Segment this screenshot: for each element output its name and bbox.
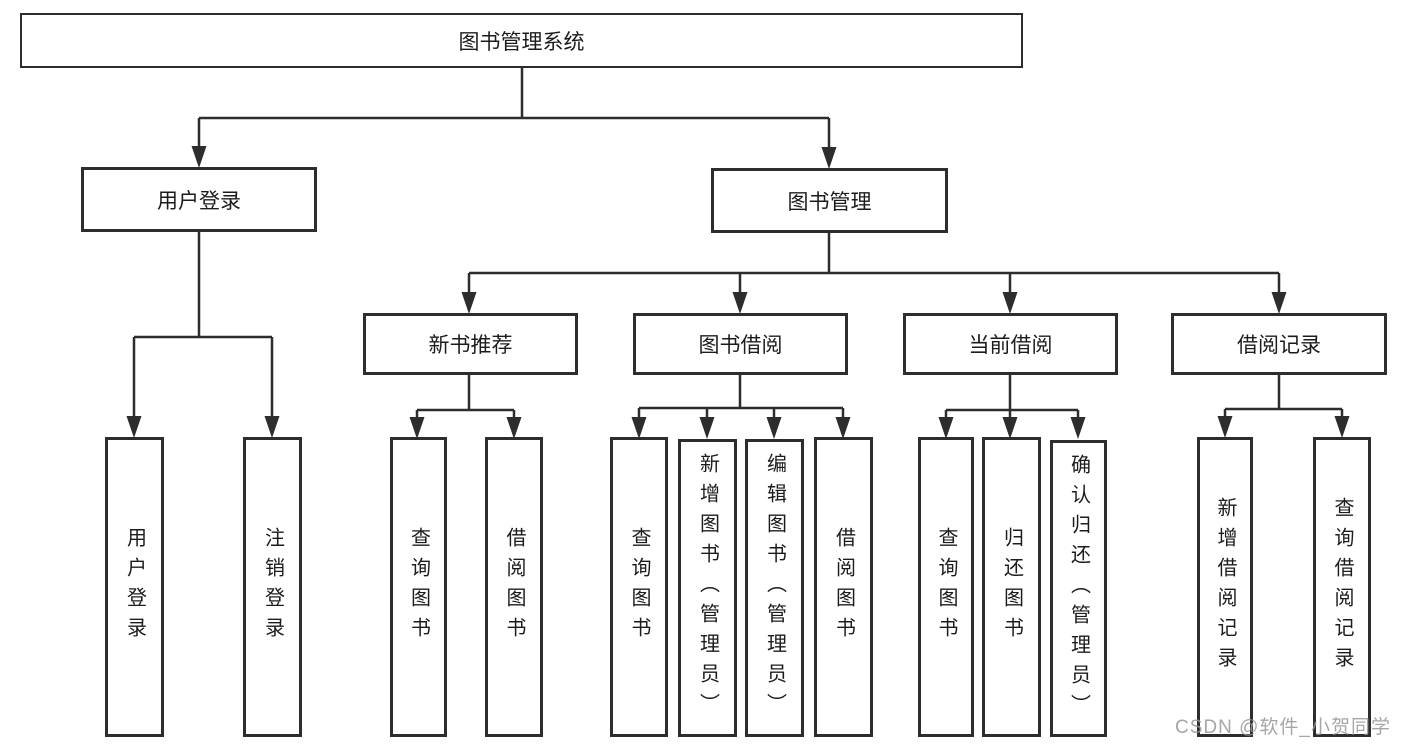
leaf-query-books-current: 查询图书	[918, 437, 974, 737]
node-label: 借阅记录	[1237, 334, 1321, 357]
leaf-label: 归还图书	[1000, 527, 1023, 647]
leaf-label: 查询图书	[407, 527, 430, 647]
node-label: 当前借阅	[968, 334, 1053, 357]
leaf-query-books-borrow: 查询图书	[610, 437, 668, 737]
leaf-borrow-books: 借阅图书	[814, 437, 873, 737]
leaf-return-books: 归还图书	[982, 437, 1041, 737]
node-user-login: 用户登录	[81, 167, 317, 232]
leaf-user-login: 用户登录	[105, 437, 164, 737]
node-label: 用户登录	[157, 189, 241, 213]
leaf-label: 用户登录	[123, 527, 146, 647]
csdn-watermark: CSDN @软件_小贺同学	[1175, 717, 1391, 738]
leaf-label: 查询借阅记录	[1331, 497, 1353, 677]
leaf-query-books-recommend: 查询图书	[390, 437, 447, 737]
arrowheads	[126, 146, 1350, 439]
leaf-borrow-books-recommend: 借阅图书	[485, 437, 543, 737]
leaf-label: 查询图书	[628, 527, 650, 647]
leaf-label: 新增借阅记录	[1214, 497, 1236, 677]
leaf-label: 编辑图书（管理员）	[763, 453, 786, 723]
node-label: 图书借阅	[698, 334, 783, 357]
node-label: 新书推荐	[428, 334, 513, 357]
node-book-borrow: 图书借阅	[633, 313, 848, 375]
leaf-query-borrow-record: 查询借阅记录	[1313, 437, 1371, 737]
leaf-edit-books-admin: 编辑图书（管理员）	[745, 439, 804, 737]
node-library-management-system: 图书管理系统	[20, 13, 1023, 68]
leaf-label: 借阅图书	[832, 527, 855, 647]
node-current-borrow: 当前借阅	[903, 313, 1118, 375]
leaf-label: 借阅图书	[503, 527, 525, 647]
leaf-label: 查询图书	[935, 527, 957, 647]
leaf-add-books-admin: 新增图书（管理员）	[678, 439, 737, 737]
leaf-label: 新增图书（管理员）	[696, 453, 719, 723]
node-label: 图书管理系统	[458, 30, 585, 54]
node-new-book-recommend: 新书推荐	[363, 313, 578, 375]
node-book-management: 图书管理	[711, 168, 948, 233]
leaf-confirm-return-admin: 确认归还（管理员）	[1050, 440, 1107, 737]
node-borrow-records: 借阅记录	[1171, 313, 1387, 375]
leaf-add-borrow-record: 新增借阅记录	[1197, 437, 1253, 737]
leaf-logout: 注销登录	[243, 437, 302, 737]
leaf-label: 确认归还（管理员）	[1067, 453, 1090, 724]
leaf-label: 注销登录	[261, 527, 284, 647]
node-label: 图书管理	[787, 190, 872, 214]
